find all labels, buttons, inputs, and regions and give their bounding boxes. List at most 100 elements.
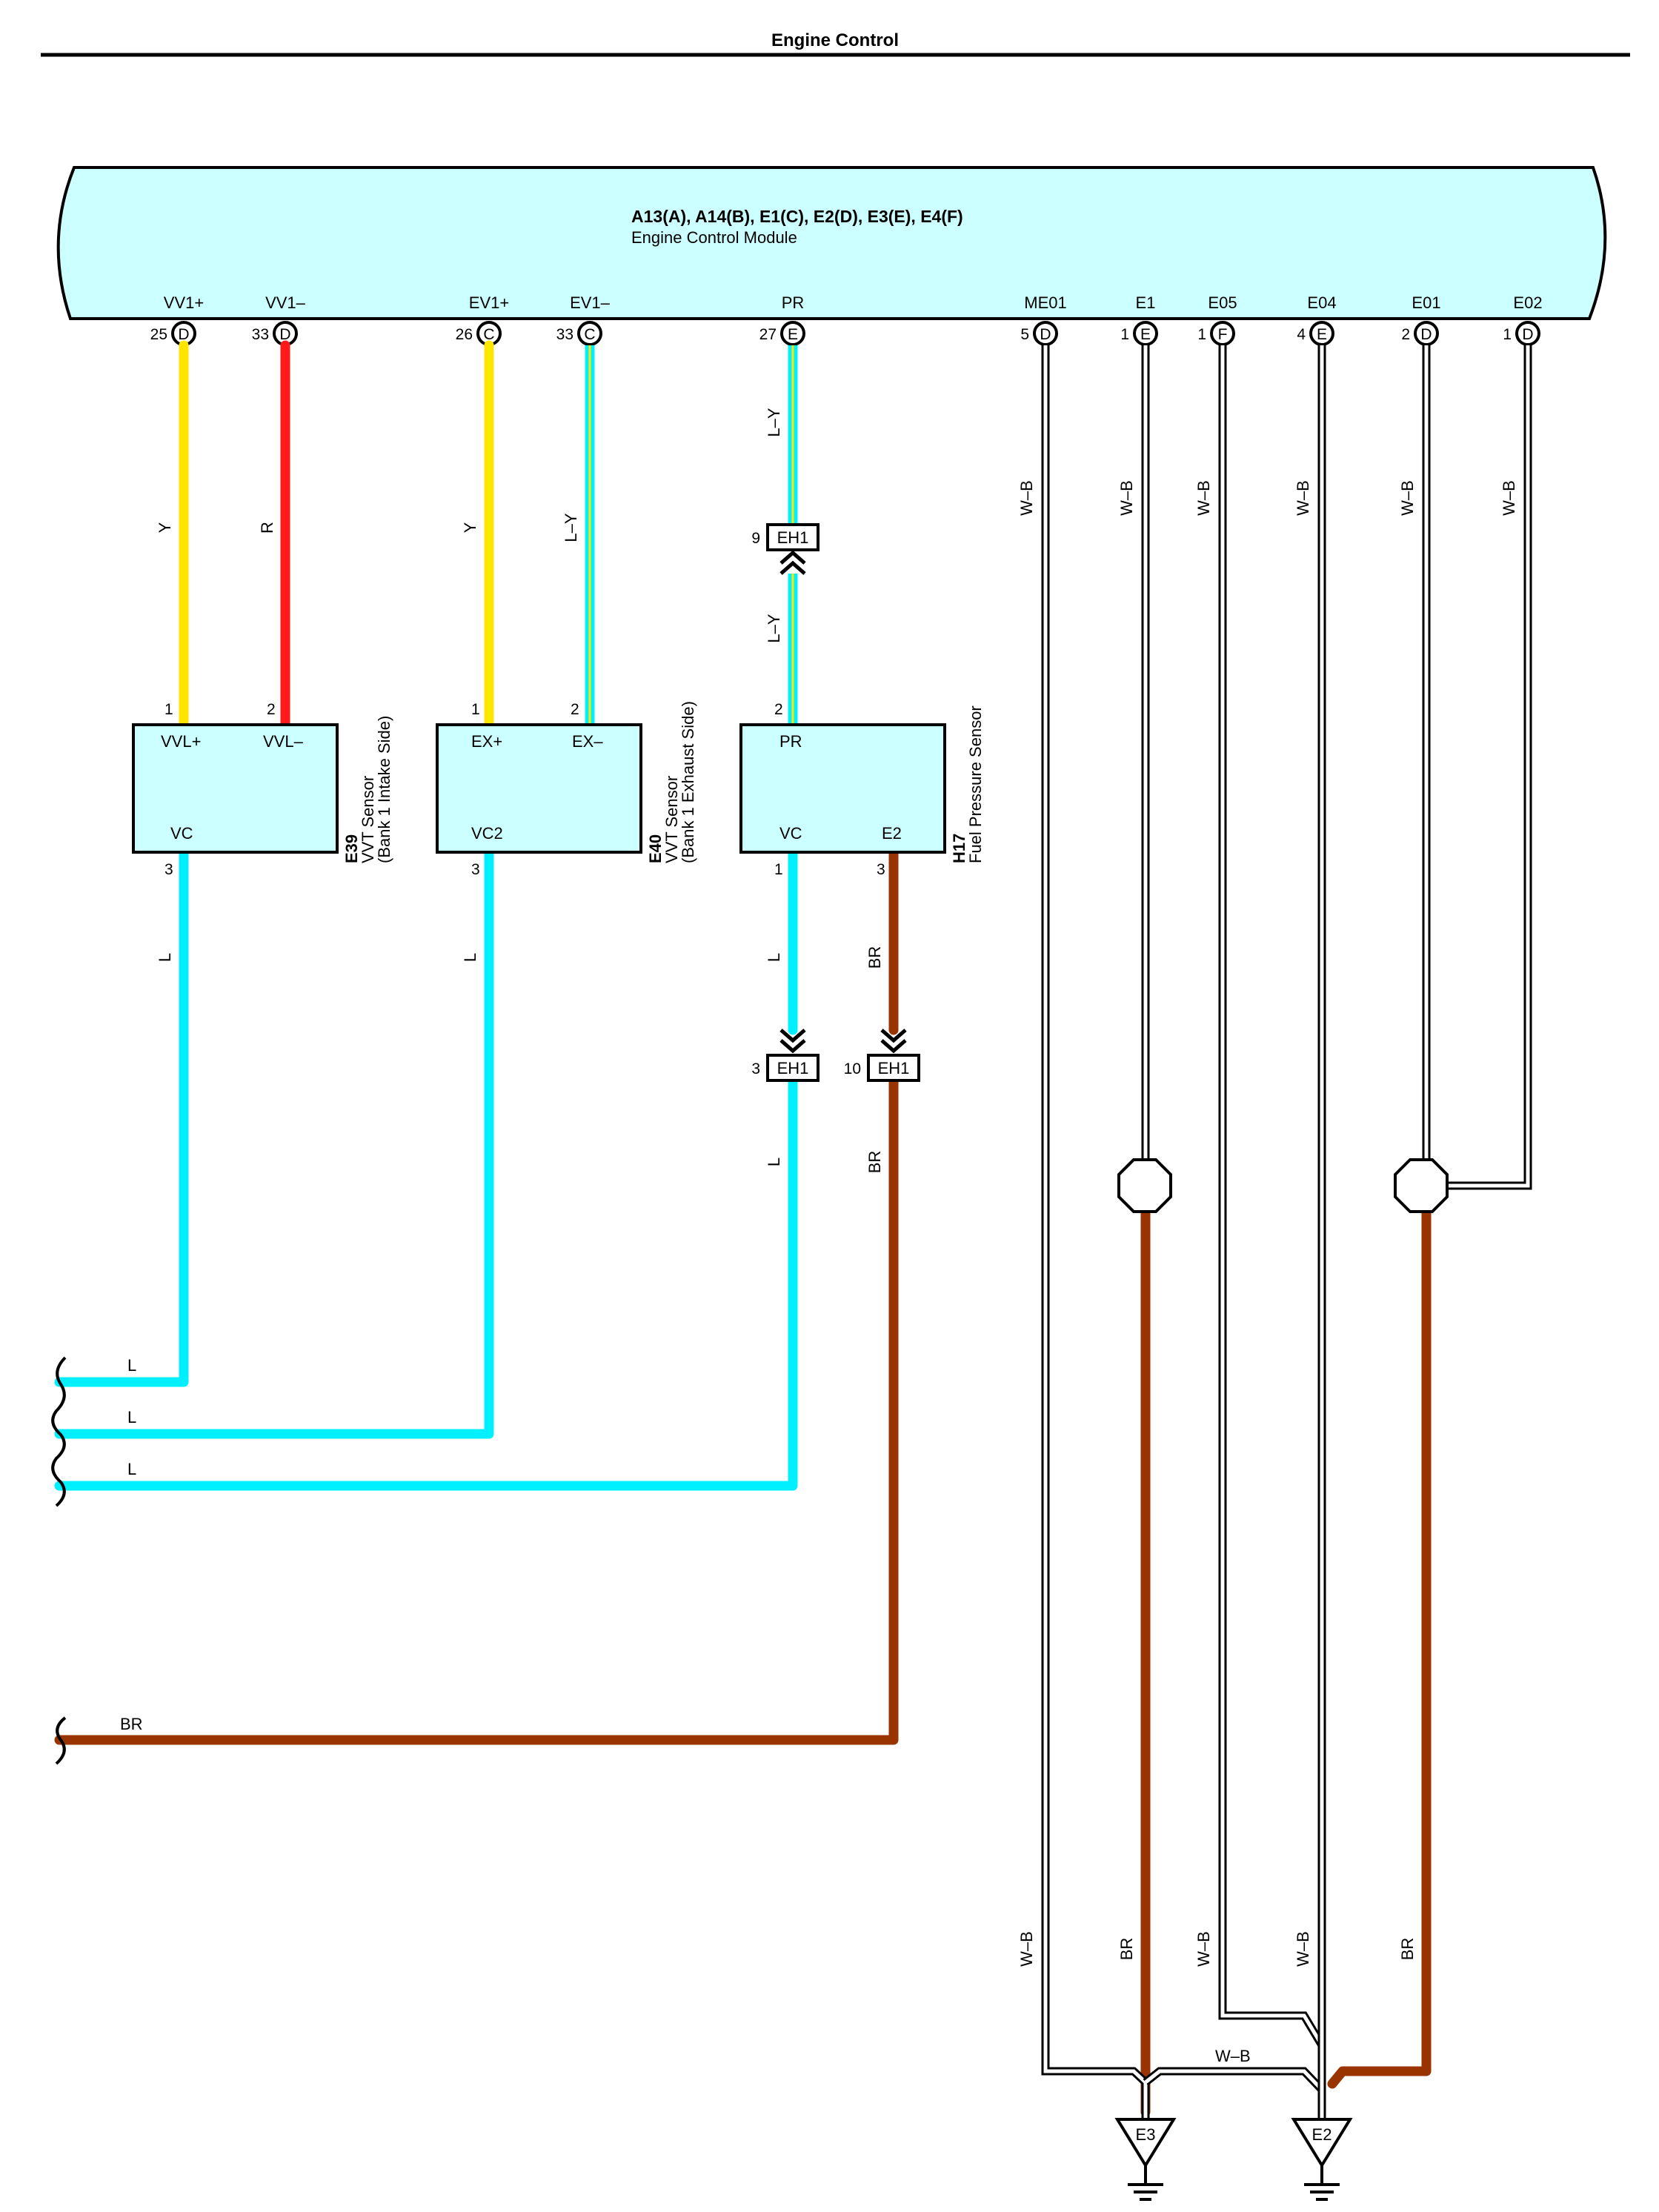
- sensor-e39: VVL+ VVL– VC 1 2 3 E39 VVT Sensor (Bank …: [132, 701, 393, 878]
- wire-vc-e39: [54, 847, 189, 1387]
- wire-label: L: [127, 1408, 136, 1426]
- sensor-e39-p2: 2: [267, 701, 276, 718]
- wire-label: L: [127, 1356, 136, 1375]
- break-mark: [55, 1716, 67, 1765]
- sensor-e39-t3: VC: [170, 824, 193, 843]
- ecm-terminal-conn: D: [1420, 326, 1432, 343]
- sensor-e40-t2: EX–: [572, 732, 603, 751]
- junction-eh1-10: EH1 10: [844, 1029, 920, 1082]
- ecm-terminal-number: 1: [1197, 326, 1206, 343]
- wire-label: Y: [461, 522, 479, 533]
- wire-e2-h17-lower: [54, 1075, 899, 1745]
- ecm-terminal-name: EV1–: [570, 293, 611, 312]
- sensor-e40: EX+ EX– VC2 1 2 3 E40 VVT Sensor (Bank 1…: [436, 701, 697, 878]
- wire-label: BR: [1117, 1938, 1136, 1961]
- sensor-h17-t1: PR: [779, 732, 802, 751]
- wire-label: BR: [865, 1151, 884, 1174]
- junction-eh1-3: EH1 3: [751, 1029, 819, 1082]
- sensor-h17-p1: 2: [774, 701, 783, 718]
- wire-label: Y: [156, 522, 174, 533]
- wires: [54, 340, 1532, 2118]
- ecm-terminal-number: 2: [1401, 326, 1410, 343]
- ecm-terminal-conn: E: [788, 326, 798, 343]
- sensor-e40-p1: 1: [471, 701, 480, 718]
- ecm-terminal-conn: D: [178, 326, 189, 343]
- ecm-terminal-conn: D: [1522, 326, 1533, 343]
- sensor-e39-p1: 1: [164, 701, 173, 718]
- wire-br-e2: [1327, 1206, 1432, 2089]
- ecm-terminal-pin: [1414, 321, 1439, 346]
- ecm-terminal-pin: [1309, 321, 1334, 346]
- wire-label: W–B: [1398, 480, 1417, 516]
- wire-label: W–B: [1294, 480, 1312, 516]
- wire-label: W–B: [1194, 1931, 1213, 1967]
- wire-me01-core: [1043, 345, 1148, 2118]
- splice-point: [1394, 1158, 1449, 1213]
- sensor-h17-t3: VC: [779, 824, 802, 843]
- wire-e05: [1218, 345, 1326, 2118]
- ecm-terminal-number: 5: [1020, 326, 1029, 343]
- ground-e3: E3: [1114, 2118, 1177, 2201]
- sensor-h17-id: H17: [950, 834, 968, 863]
- ecm-terminal-name: E05: [1208, 293, 1237, 312]
- wire-label: L: [156, 953, 174, 962]
- wire-e05-core: [1220, 345, 1324, 2118]
- junction-eh1-3-label: EH1: [777, 1059, 809, 1077]
- wire-label: L: [461, 953, 479, 962]
- sensor-h17-box: [739, 723, 946, 854]
- break-mark: [51, 1356, 67, 1507]
- wire-label: W–B: [1194, 480, 1213, 516]
- ecm-terminal-conn: E: [1317, 326, 1327, 343]
- wire-label: W–B: [1215, 2047, 1251, 2065]
- splice-point: [1117, 1158, 1172, 1213]
- sensor-e39-box: [132, 723, 339, 854]
- wire-label: BR: [120, 1715, 143, 1733]
- sensor-e39-p3: 3: [164, 861, 173, 878]
- wire-me01: [1041, 345, 1150, 2118]
- ecm-terminal-pin: [1515, 321, 1540, 346]
- sensor-e40-name: VVT Sensor: [662, 776, 681, 863]
- sensor-e39-sub: (Bank 1 Intake Side): [375, 716, 393, 863]
- wire-label: W–B: [1294, 1931, 1312, 1967]
- ecm-name: Engine Control Module: [631, 228, 797, 247]
- wire-label: L: [765, 953, 783, 962]
- ecm-terminal-name: E01: [1412, 293, 1440, 312]
- sensor-e39-name: VVT Sensor: [359, 776, 377, 863]
- ecm-terminal-pin: [577, 321, 602, 346]
- ecm-terminal-name: VV1–: [265, 293, 306, 312]
- sensor-h17-p3: 1: [774, 861, 783, 878]
- wire-e02: [1447, 345, 1532, 1190]
- ecm-terminal-name: ME01: [1024, 293, 1066, 312]
- ecm-terminal-number: 26: [456, 326, 473, 343]
- ecm-terminal-conn: D: [279, 326, 290, 343]
- ecm-terminal-conn: C: [483, 326, 494, 343]
- ground-e3-label: E3: [1136, 2125, 1156, 2144]
- ecm-terminals: VV1+D25VV1–D33EV1+C26EV1–C33PRE27ME01D5E…: [150, 293, 1543, 346]
- wire-label: W–B: [1500, 480, 1518, 516]
- ecm-block: [56, 166, 1607, 320]
- sensor-e40-p2: 2: [571, 701, 579, 718]
- wire-label: L–Y: [765, 408, 783, 436]
- ground-e2-label: E2: [1312, 2125, 1332, 2144]
- wire-label: L: [765, 1158, 783, 1166]
- ecm-terminal-name: E02: [1513, 293, 1542, 312]
- ecm-terminal-pin: [1210, 321, 1235, 346]
- ecm-terminal-name: VV1+: [164, 293, 204, 312]
- sensor-e40-box: [436, 723, 642, 854]
- wire-label: W–B: [1017, 480, 1036, 516]
- wire-vc-e40: [54, 847, 494, 1439]
- ecm-connectors: A13(A), A14(B), E1(C), E2(D), E3(E), E4(…: [631, 207, 963, 226]
- ecm-terminal-conn: D: [1040, 326, 1051, 343]
- wire-wb-cross-core: [1144, 2069, 1324, 2118]
- ecm-terminal-number: 33: [252, 326, 269, 343]
- sensor-h17-name: Fuel Pressure Sensor: [966, 705, 985, 863]
- sensor-e40-sub: (Bank 1 Exhaust Side): [679, 701, 697, 863]
- sensor-h17-p4: 3: [877, 861, 885, 878]
- sensor-e40-p3: 3: [471, 861, 480, 878]
- page-title: Engine Control: [771, 30, 899, 50]
- wire-vc-h17-lower: [54, 1075, 798, 1491]
- junction-eh1-9-label: EH1: [777, 528, 809, 547]
- ground-e2: E2: [1291, 2118, 1353, 2201]
- wire-label: BR: [865, 946, 884, 969]
